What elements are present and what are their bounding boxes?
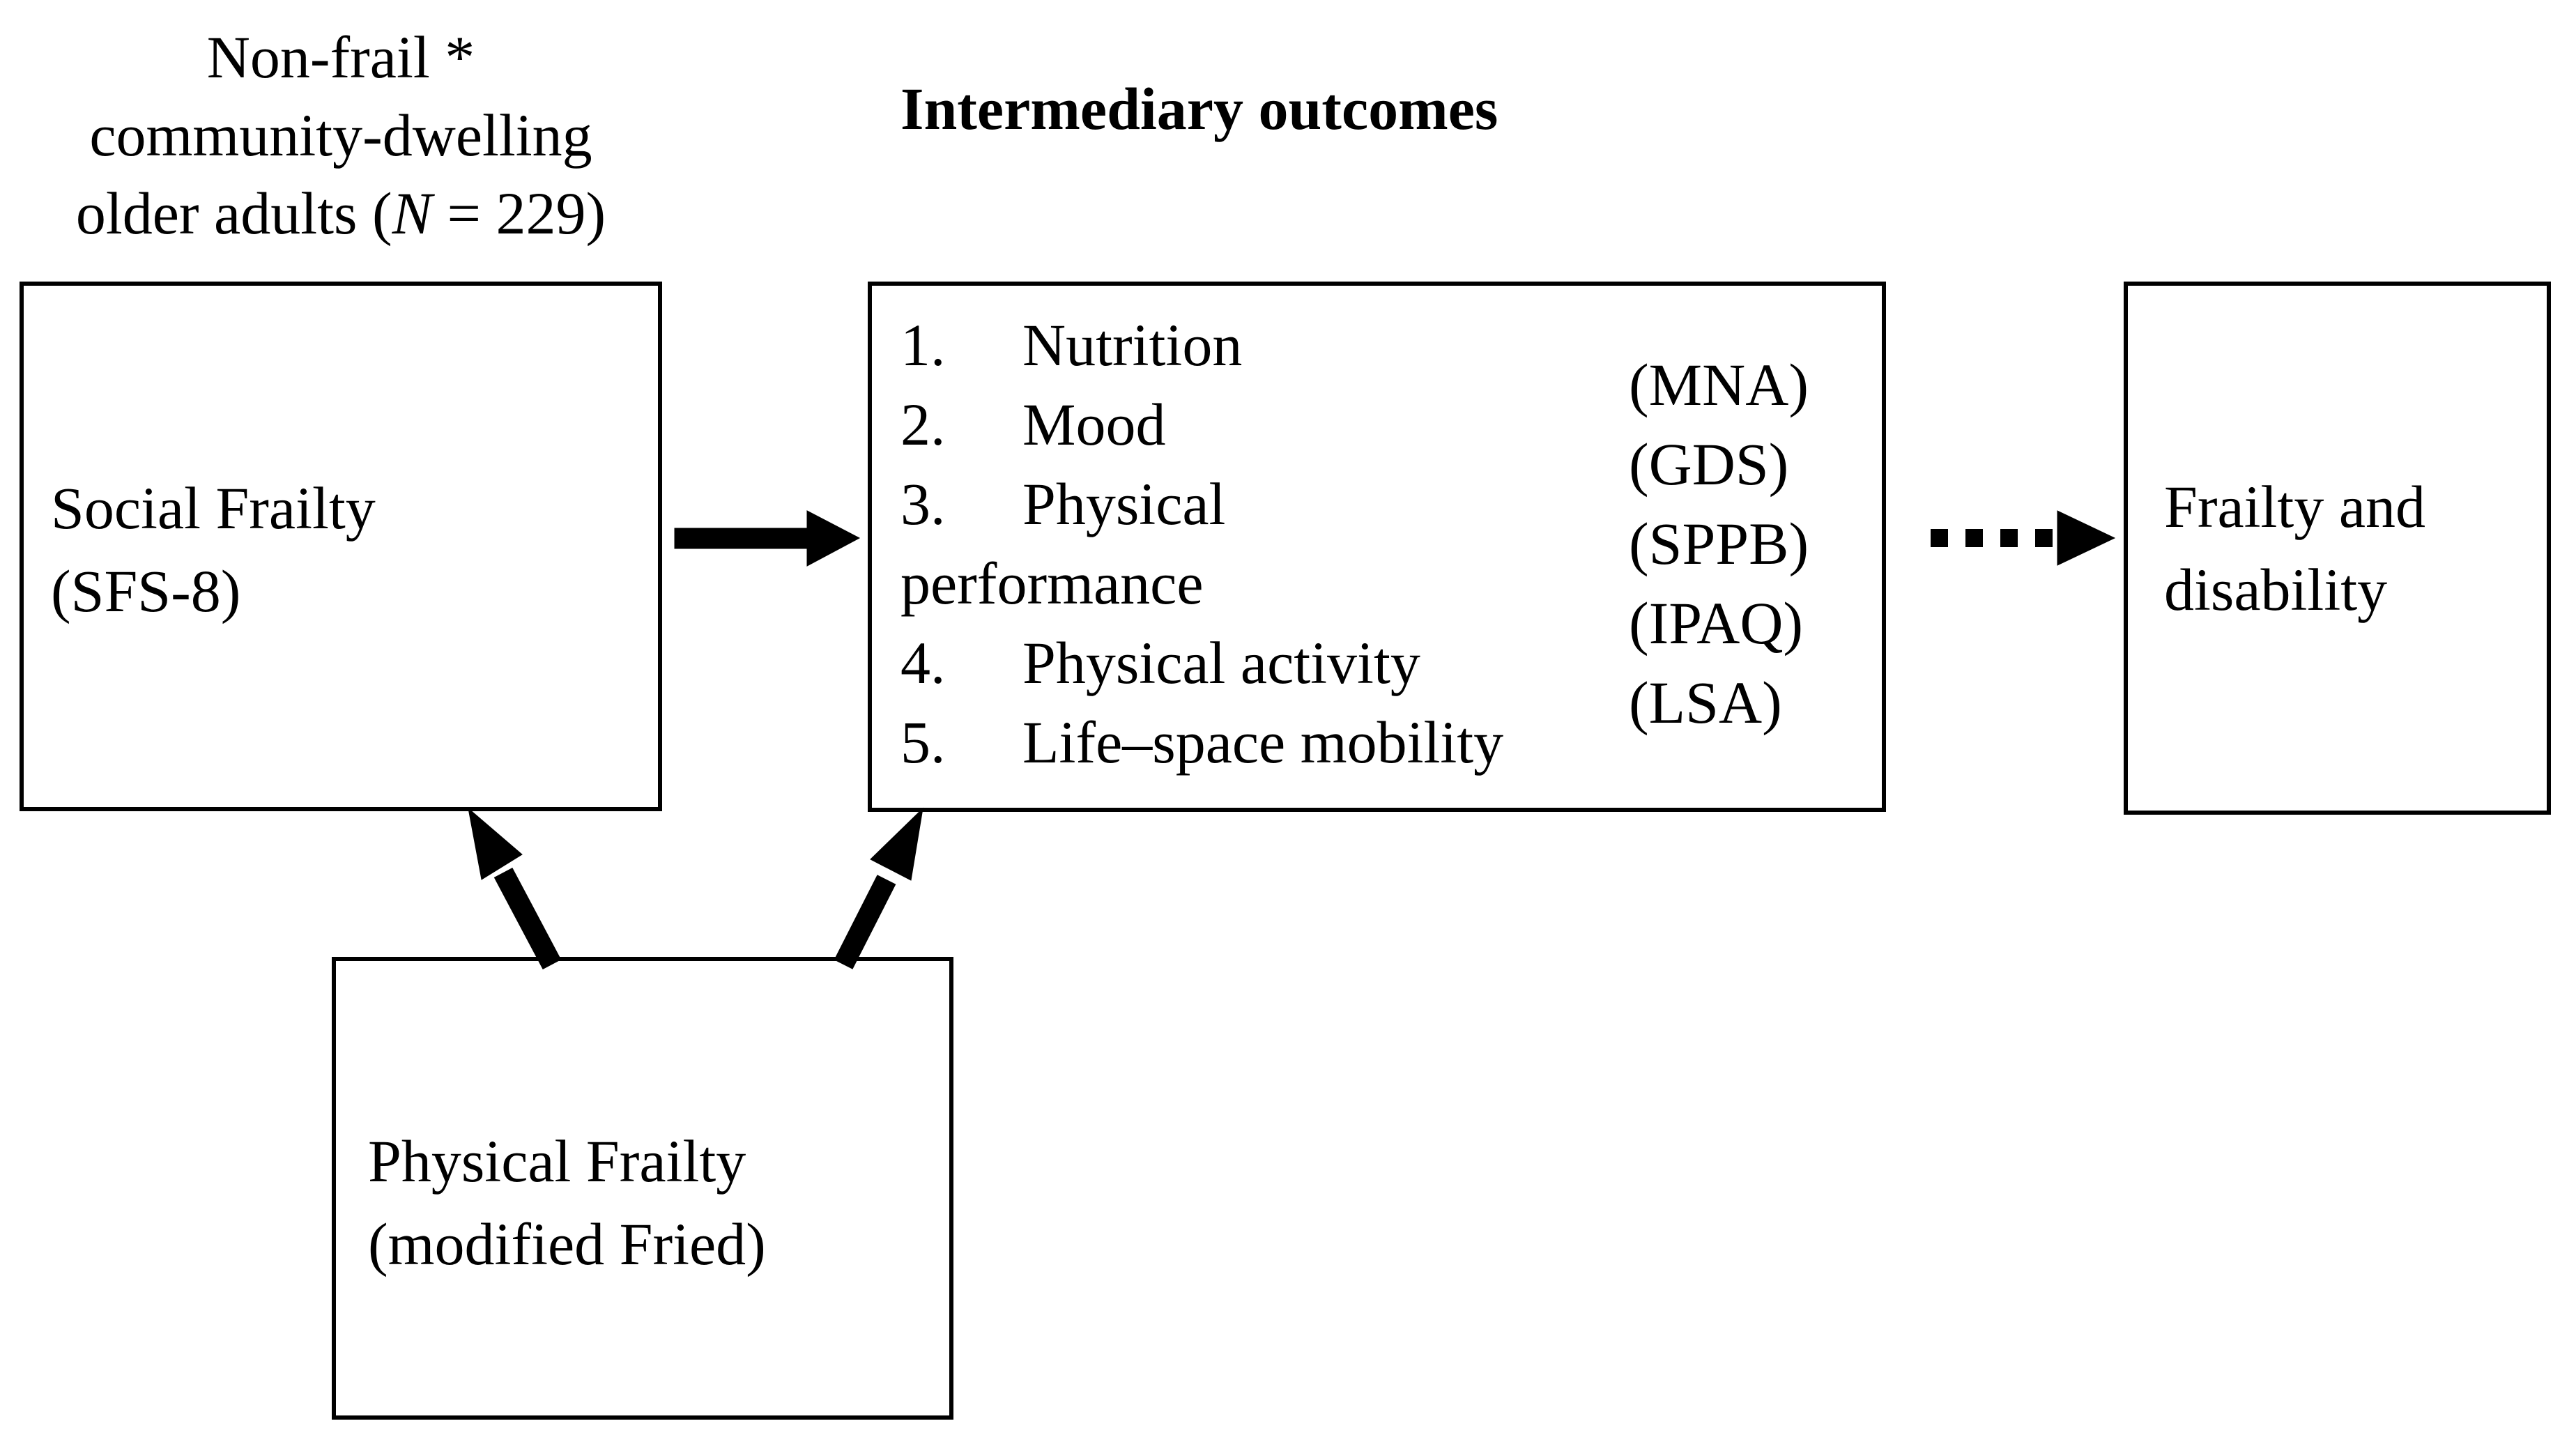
outcome-list-item-2: 2. Mood — [900, 385, 1882, 464]
instrument-label-sppb: (SPPB) — [1629, 510, 1809, 577]
outcome-list-number: 4. — [900, 629, 946, 696]
outcome-list-text: performance — [900, 550, 1204, 617]
outcome-list-number: 1. — [900, 312, 946, 378]
physical-frailty-instrument: (modified Fried) — [368, 1211, 766, 1277]
cohort-n-symbol: N — [392, 180, 432, 247]
cohort-note-line-3: older adults (N = 229) — [25, 174, 657, 252]
outcome-list-item-3: 3. Physical — [900, 464, 1882, 544]
social-frailty-instrument: (SFS-8) — [51, 558, 241, 624]
outcome-list-item-3-wrap: performance — [900, 544, 1882, 623]
outcome-list-item-4: 4. Physical activity — [900, 623, 1882, 703]
physical-frailty-label: Physical Frailty — [368, 1128, 746, 1195]
arrow-social-to-outcomes — [674, 510, 861, 567]
outcome-list-number: 3. — [900, 470, 946, 537]
instrument-column: (MNA) (GDS) (SPPB) (IPAQ) (LSA) — [1629, 345, 1809, 742]
outcome-list-item-1: 1. Nutrition — [900, 305, 1882, 385]
social-frailty-label: Social Frailty — [51, 475, 376, 542]
instrument-label-gds: (GDS) — [1629, 431, 1789, 498]
outcome-list-text: Physical — [1022, 470, 1226, 537]
cohort-note-line-3-prefix: older adults ( — [75, 180, 392, 247]
instrument-label-lsa: (LSA) — [1629, 669, 1782, 736]
outcome-list-text: Physical activity — [1022, 629, 1420, 696]
frailty-disability-box: Frailty and disability — [2124, 282, 2551, 815]
outcome-list-number: 5. — [900, 709, 946, 776]
physical-frailty-box: Physical Frailty (modified Fried) — [332, 957, 953, 1420]
outcome-list-item-5: 5. Life–space mobility — [900, 703, 1882, 782]
arrow-physical-to-social — [468, 807, 562, 970]
cohort-note-line-3-suffix: = 229) — [432, 180, 606, 247]
intermediary-outcomes-box: 1. Nutrition 2. Mood 3. Physical performanc… — [868, 282, 1886, 812]
outcome-list-number: 2. — [900, 391, 946, 458]
cohort-note: Non-frail * community-dwelling older adu… — [25, 18, 657, 252]
cohort-note-line-2: community-dwelling — [89, 102, 592, 169]
arrow-outcomes-to-frailty-dashed — [1931, 510, 2116, 566]
arrow-physical-to-outcomes — [834, 807, 923, 969]
social-frailty-box: Social Frailty (SFS-8) — [20, 282, 662, 811]
instrument-label-mna: (MNA) — [1629, 351, 1809, 418]
instrument-label-ipaq: (IPAQ) — [1629, 590, 1804, 657]
frailty-disability-line-1: Frailty and — [2164, 473, 2425, 540]
cohort-note-line-1: Non-frail * — [206, 24, 475, 91]
outcome-list-text: Life–space mobility — [1022, 709, 1504, 776]
frailty-disability-line-2: disability — [2164, 555, 2388, 623]
intermediary-outcomes-heading: Intermediary outcomes — [900, 75, 1498, 142]
outcome-list-text: Mood — [1022, 391, 1166, 458]
outcome-list-text: Nutrition — [1022, 312, 1243, 378]
